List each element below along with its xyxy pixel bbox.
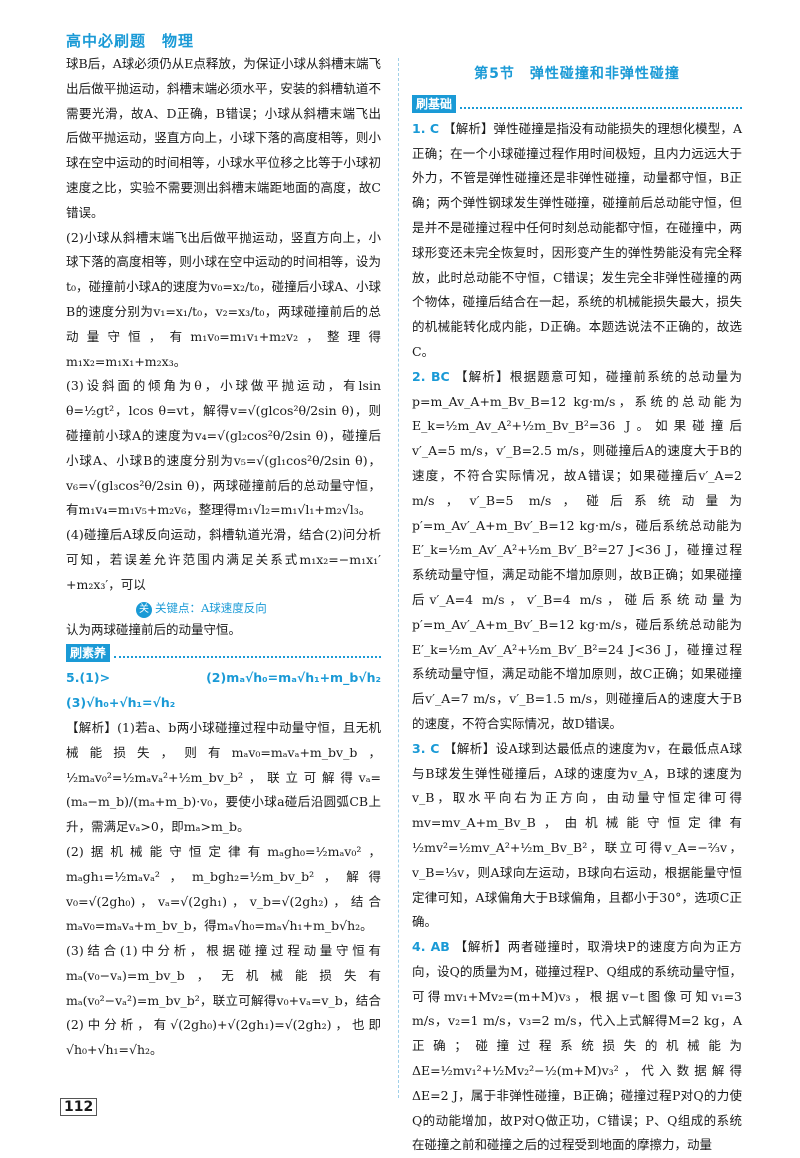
q2-answer: 2. BC <box>412 368 450 384</box>
q1-analysis: 【解析】弹性碰撞是指没有动能损失的理想化模型，A正确；在一个小球碰撞过程作用时间… <box>412 120 742 359</box>
q1-answer: 1. C <box>412 120 440 136</box>
section-tag-suyang: 刷素养 <box>66 644 111 663</box>
section-tag-jichu: 刷基础 <box>412 94 457 113</box>
dotted-rule <box>114 648 381 659</box>
left-column: 球B后，A球必须仍从E点释放，为保证小球从斜槽末端飞出后做平抛运动，斜槽末端必须… <box>66 52 394 1063</box>
left-paragraph-1: 球B后，A球必须仍从E点释放，为保证小球从斜槽末端飞出后做平抛运动，斜槽末端必须… <box>66 56 381 220</box>
q2-analysis: 【解析】根据题意可知，碰撞前系统的总动量为p=m_Av_A+m_Bv_B=12 … <box>412 368 742 731</box>
left-paragraph-3: (3)设斜面的倾角为θ，小球做平抛运动，有lsin θ=½gt²，lcos θ=… <box>66 378 381 518</box>
dotted-rule <box>460 99 742 109</box>
q5-analysis-1: 【解析】(1)若a、b两小球碰撞过程中动量守恒，且无机械能损失，则有mₐv₀=m… <box>66 719 381 835</box>
key-point-note: 关关键点：A球速度反向 <box>136 598 381 618</box>
column-divider <box>398 58 399 1098</box>
right-column: 第5节 弹性碰撞和非弹性碰撞 刷基础 1. C 【解析】弹性碰撞是指没有动能损失… <box>412 52 742 1158</box>
page-header: 高中必刷题 物理 <box>66 32 195 50</box>
left-paragraph-2: (2)小球从斜槽末端飞出后做平抛运动，竖直方向上，小球下落的高度相等，则小球在空… <box>66 229 381 369</box>
q4-analysis: 【解析】两者碰撞时，取滑块P的速度方向为正方向，设Q的质量为M，碰撞过程P、Q组… <box>412 939 742 1153</box>
key-point-icon: 关 <box>136 601 152 618</box>
q5-answer: 5.(1)> (2)mₐ√h₀=mₐ√h₁+m_b√h₂ (3)√h₀+√h₁=… <box>66 670 394 711</box>
q5-analysis-2: (2)据机械能守恒定律有mₐgh₀=½mₐv₀²，mₐgh₁=½mₐvₐ²，m_… <box>66 843 381 934</box>
q4-answer: 4. AB <box>412 939 450 955</box>
section-title: 第5节 弹性碰撞和非弹性碰撞 <box>474 66 680 82</box>
q3-analysis: 【解析】设A球到达最低点的速度为v，在最低点A球与B球发生弹性碰撞后，A球的速度… <box>412 740 742 930</box>
q3-answer: 3. C <box>412 740 440 756</box>
left-paragraph-4: (4)碰撞后A球反向运动，斜槽轨道光滑，结合(2)问分析可知，若误差允许范围内满… <box>66 527 381 592</box>
key-point-text: 关键点：A球速度反向 <box>155 600 267 615</box>
page-number: 112 <box>60 1098 98 1116</box>
left-paragraph-5: 认为两球碰撞前后的动量守恒。 <box>66 621 242 637</box>
section-tag-row: 刷素养 <box>66 644 381 663</box>
q5-analysis-3: (3)结合(1)中分析，根据碰撞过程动量守恒有mₐ(v₀−vₐ)=m_bv_b，… <box>66 943 381 1058</box>
section-tag-row-right: 刷基础 <box>412 94 742 113</box>
